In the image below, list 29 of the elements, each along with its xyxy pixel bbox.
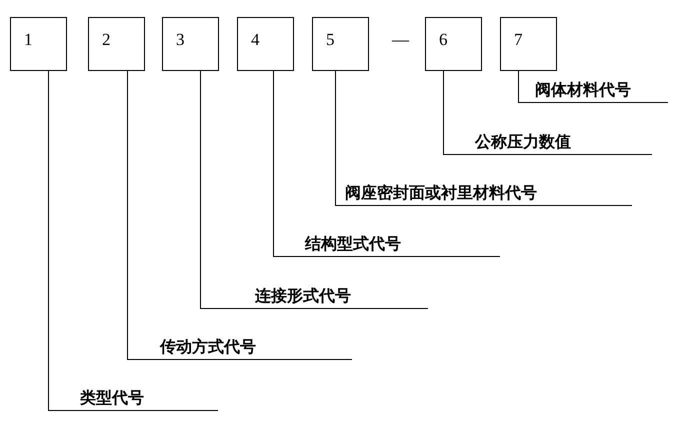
code-box: 3 bbox=[162, 17, 219, 71]
code-description: 公称压力数值 bbox=[475, 132, 571, 151]
leader-line bbox=[273, 70, 274, 258]
underlined-label bbox=[200, 286, 428, 309]
code-box: 2 bbox=[88, 17, 145, 71]
code-description: 阀座密封面或衬里材料代号 bbox=[345, 183, 537, 202]
underlined-label bbox=[273, 234, 500, 257]
code-box: 4 bbox=[237, 17, 294, 71]
code-description: 类型代号 bbox=[80, 388, 144, 407]
underlined-label bbox=[335, 183, 632, 206]
leader-line bbox=[200, 70, 201, 310]
underlined-label bbox=[443, 132, 652, 155]
underlined-label bbox=[48, 388, 218, 411]
leader-line bbox=[335, 70, 336, 206]
code-box: 1 bbox=[10, 17, 67, 71]
code-description: 连接形式代号 bbox=[255, 286, 351, 305]
leader-line bbox=[48, 70, 49, 412]
code-description: 阀体材料代号 bbox=[535, 80, 631, 99]
leader-line bbox=[443, 70, 444, 156]
separator-dash: — bbox=[392, 30, 409, 50]
code-box: 7 bbox=[500, 17, 557, 71]
code-box: 5 bbox=[312, 17, 369, 71]
code-description: 结构型式代号 bbox=[305, 234, 401, 253]
underlined-label bbox=[518, 80, 668, 103]
code-description: 传动方式代号 bbox=[160, 337, 256, 356]
code-box: 6 bbox=[425, 17, 482, 71]
underlined-label bbox=[127, 337, 352, 360]
leader-line bbox=[518, 70, 519, 104]
leader-line bbox=[127, 70, 128, 360]
